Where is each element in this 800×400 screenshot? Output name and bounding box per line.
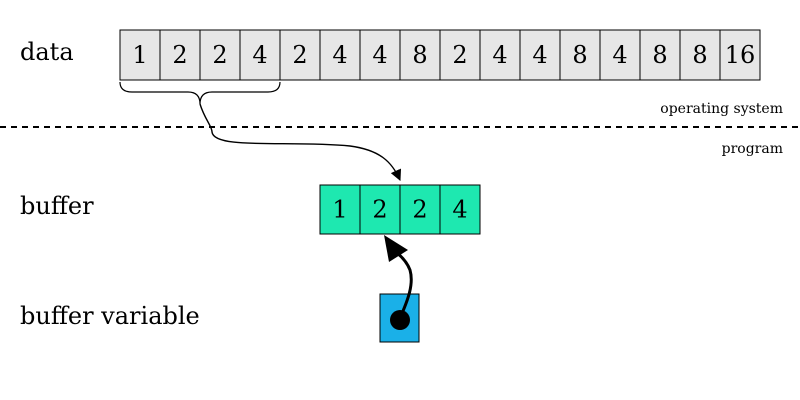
data-cell-value: 4 bbox=[612, 41, 627, 69]
data-cell: 2 bbox=[159, 29, 201, 81]
data-cell-box bbox=[639, 29, 681, 81]
buffer-cell-box bbox=[319, 184, 361, 235]
data-cell-value: 4 bbox=[492, 41, 507, 69]
data-cell: 8 bbox=[639, 29, 681, 81]
buffer-cell-box bbox=[399, 184, 441, 235]
buffer-cell-value: 2 bbox=[372, 196, 387, 224]
data-cell: 4 bbox=[239, 29, 281, 81]
data-cell-value: 4 bbox=[252, 41, 267, 69]
data-cell-value: 16 bbox=[725, 41, 756, 69]
data-cell-box bbox=[359, 29, 401, 81]
data-cell-box bbox=[599, 29, 641, 81]
buffer-variable-label: buffer variable bbox=[20, 302, 200, 330]
data-cell-value: 8 bbox=[572, 41, 587, 69]
data-cell-value: 1 bbox=[132, 41, 147, 69]
pointer-origin-dot bbox=[390, 310, 410, 330]
data-cell: 4 bbox=[359, 29, 401, 81]
copy-arrow bbox=[199, 103, 402, 182]
program-label: program bbox=[722, 141, 783, 157]
buffer-cell-value: 1 bbox=[332, 196, 347, 224]
buffer-cell: 2 bbox=[359, 184, 401, 235]
data-cell: 8 bbox=[679, 29, 721, 81]
data-cell: 4 bbox=[479, 29, 521, 81]
operating-system-label: operating system bbox=[660, 101, 783, 117]
data-cell-value: 2 bbox=[212, 41, 227, 69]
data-cell-value: 2 bbox=[452, 41, 467, 69]
data-cell-value: 8 bbox=[412, 41, 427, 69]
data-cell-box bbox=[559, 29, 601, 81]
data-cell-value: 8 bbox=[652, 41, 667, 69]
data-cell: 4 bbox=[599, 29, 641, 81]
data-cell: 4 bbox=[519, 29, 561, 81]
buffer-label: buffer bbox=[20, 192, 94, 220]
pointer-arrowhead bbox=[384, 235, 408, 262]
data-cell-value: 4 bbox=[532, 41, 547, 69]
data-cell: 2 bbox=[199, 29, 241, 81]
data-cell-box bbox=[399, 29, 441, 81]
data-cell: 8 bbox=[559, 29, 601, 81]
data-label: data bbox=[20, 38, 74, 66]
pointer-arrow-shaft bbox=[395, 250, 413, 319]
buffer-cell: 4 bbox=[439, 184, 481, 235]
data-cell-box bbox=[199, 29, 241, 81]
data-cell-value: 4 bbox=[332, 41, 347, 69]
data-cell-value: 8 bbox=[692, 41, 707, 69]
buffer-cell-value: 2 bbox=[412, 196, 427, 224]
data-cell-value: 2 bbox=[172, 41, 187, 69]
data-cell: 2 bbox=[279, 29, 321, 81]
grouping-brace bbox=[119, 81, 281, 105]
data-cell: 2 bbox=[439, 29, 481, 81]
data-cell-box bbox=[439, 29, 481, 81]
data-cell-value: 2 bbox=[292, 41, 307, 69]
data-cell-box bbox=[479, 29, 521, 81]
data-cell: 4 bbox=[319, 29, 361, 81]
data-cell: 8 bbox=[399, 29, 441, 81]
data-cell: 1 bbox=[119, 29, 161, 81]
data-cell-box bbox=[719, 29, 761, 81]
data-cell-value: 4 bbox=[372, 41, 387, 69]
buffer-cell: 2 bbox=[399, 184, 441, 235]
data-cell-box bbox=[159, 29, 201, 81]
buffer-cell-box bbox=[439, 184, 481, 235]
buffer-cell: 1 bbox=[319, 184, 361, 235]
data-cell-box bbox=[119, 29, 161, 81]
data-cell: 16 bbox=[719, 29, 761, 81]
buffer-cell-box bbox=[359, 184, 401, 235]
data-cell-box bbox=[319, 29, 361, 81]
buffer-cell-value: 4 bbox=[452, 196, 467, 224]
data-cell-box bbox=[279, 29, 321, 81]
